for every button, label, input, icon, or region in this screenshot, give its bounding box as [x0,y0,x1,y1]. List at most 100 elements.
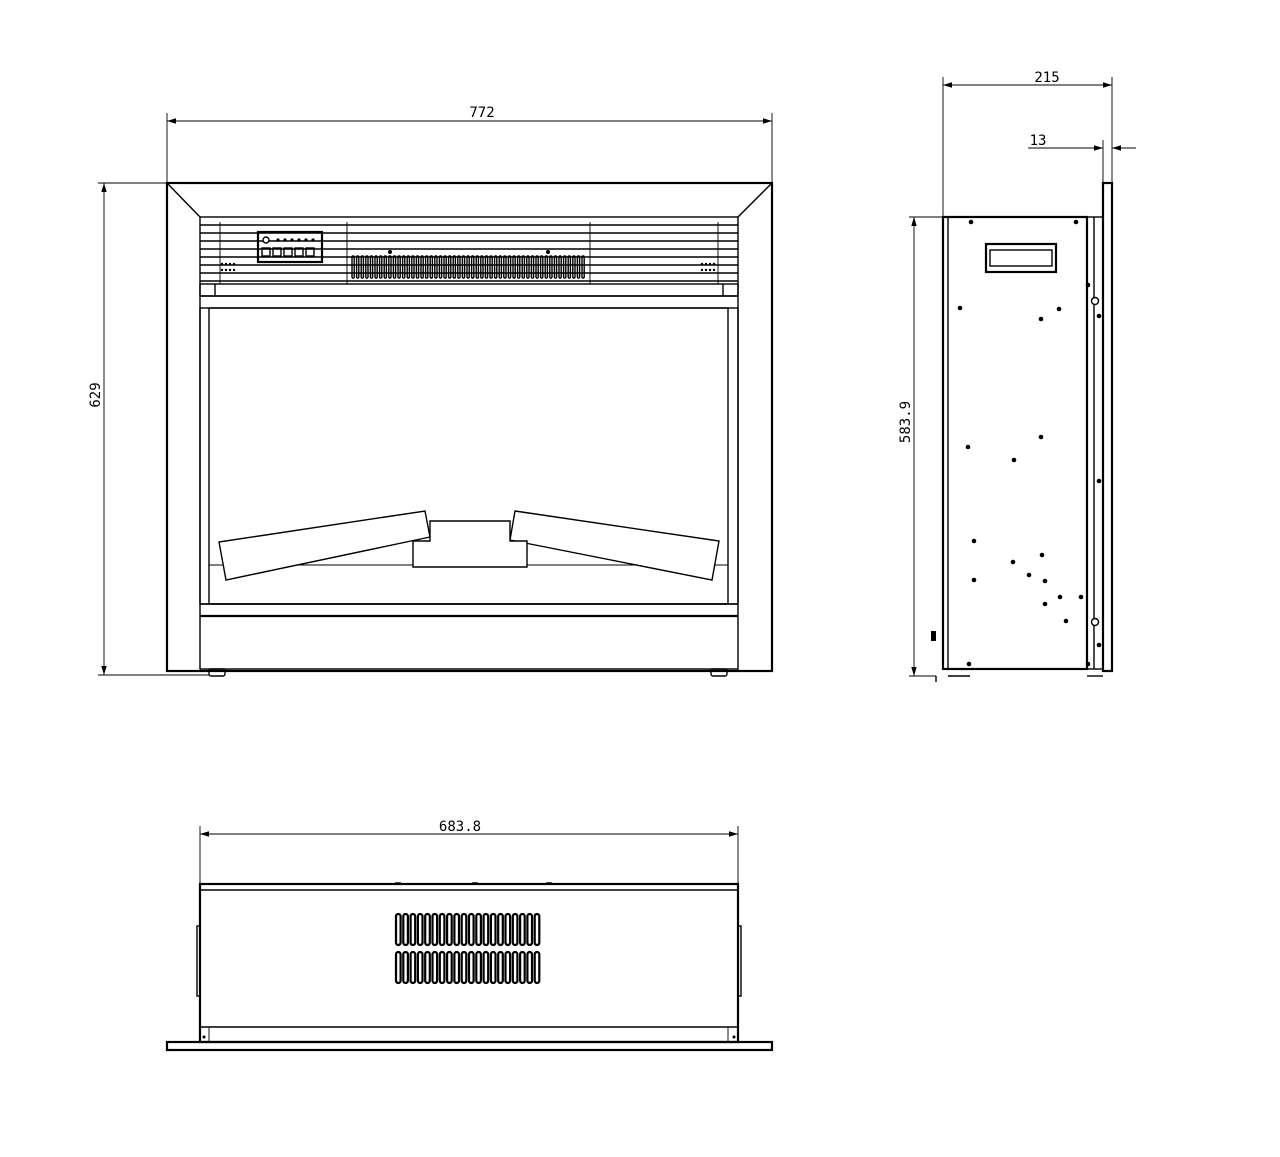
front-inner-opening [199,216,739,670]
vent-slot [549,255,553,279]
vent-slot [397,255,401,279]
vent-slot [360,255,365,279]
front-view: 772 629 [88,105,774,677]
vent-slot [461,255,466,279]
screw-hole [1085,661,1091,667]
screw-hole [1063,618,1069,624]
vent-slot [507,255,512,279]
bottom-base-plate [165,1040,774,1052]
screw-hole [971,577,977,583]
front-heater-vent [351,255,585,279]
vent-slot [429,255,434,279]
screw-hole [1042,601,1048,607]
vent-slot [457,255,461,279]
vent-slot [416,912,424,947]
vent-slot [475,255,480,279]
screw-hole [1026,572,1032,578]
front-height-dimension: 629 [88,182,209,676]
vent-slot [482,912,490,947]
vent-slot [365,255,369,279]
vent-slot [480,255,484,279]
vent-slot [518,912,526,947]
vent-slot [533,912,541,947]
vent-slot [416,950,424,985]
grille-side-dots-right [700,262,716,272]
vent-slot [475,950,482,985]
screw-hole [965,444,971,450]
side-view: 215 13 583.9 [898,70,1136,682]
vent-slot [544,255,549,279]
bottom-view: 683.8 [165,819,774,1052]
vent-slot [446,950,453,985]
vent-slot [526,912,534,947]
screw-hole [1038,316,1044,322]
vent-slot [424,912,431,947]
side-screw-holes [957,219,1102,667]
screw-hole [957,305,963,311]
vent-slot [526,255,530,279]
vent-slot [558,255,562,279]
vent-slot [470,255,475,279]
vent-slot [438,950,446,985]
vent-slot [497,912,504,947]
vent-slot [526,950,534,985]
front-width-dimension: 772 [166,105,773,183]
front-height-label: 629 [88,382,104,407]
screw-hole [1042,578,1048,584]
vent-slot [394,950,402,985]
vent-slot [453,950,461,985]
screw-hole [1085,282,1091,288]
vent-slot [530,255,535,279]
vent-slot [539,255,544,279]
vent-slot [484,255,489,279]
side-depth-dimension: 215 [942,70,1113,217]
screw-hole [1056,306,1062,312]
vent-slot [438,255,443,279]
vent-slot [581,255,585,279]
vent-slot [521,255,526,279]
vent-slot [466,255,470,279]
vent-slot [406,255,411,279]
screw-hole [1078,594,1084,600]
vent-slot [402,950,409,985]
screw-hole [966,661,972,667]
vent-slot [351,255,355,279]
vent-slot [424,255,429,279]
vent-slot [576,255,581,279]
bottom-vent-slots [394,912,541,985]
screw-hole [968,219,974,225]
vent-slot [467,950,475,985]
vent-slot [431,950,439,985]
screw-hole [1057,594,1063,600]
vent-slot [562,255,567,279]
vent-slot [394,912,402,947]
vent-slot [374,255,378,279]
vent-slot [572,255,576,279]
vent-slot [516,255,521,279]
vent-slot [489,950,497,985]
vent-slot [443,255,447,279]
vent-slot [446,912,453,947]
screw-hole [1096,478,1102,484]
vent-slot [452,255,457,279]
screw-hole [1011,457,1017,463]
vent-slot [402,912,409,947]
screw-hole [1073,219,1079,225]
side-height-label: 583.9 [898,401,914,443]
vent-slot [475,912,482,947]
vent-slot [511,912,519,947]
screw-hole [1039,552,1045,558]
vent-slot [489,255,493,279]
vent-slot [409,950,417,985]
vent-slot [388,255,392,279]
vent-slot [383,255,388,279]
log-set [218,510,720,581]
vent-slot [504,912,512,947]
screw-hole [1096,313,1102,319]
vent-slot [447,255,452,279]
vent-slot [355,255,360,279]
front-outer-frame [165,181,774,673]
vent-slot [378,255,383,279]
vent-slot [497,950,504,985]
